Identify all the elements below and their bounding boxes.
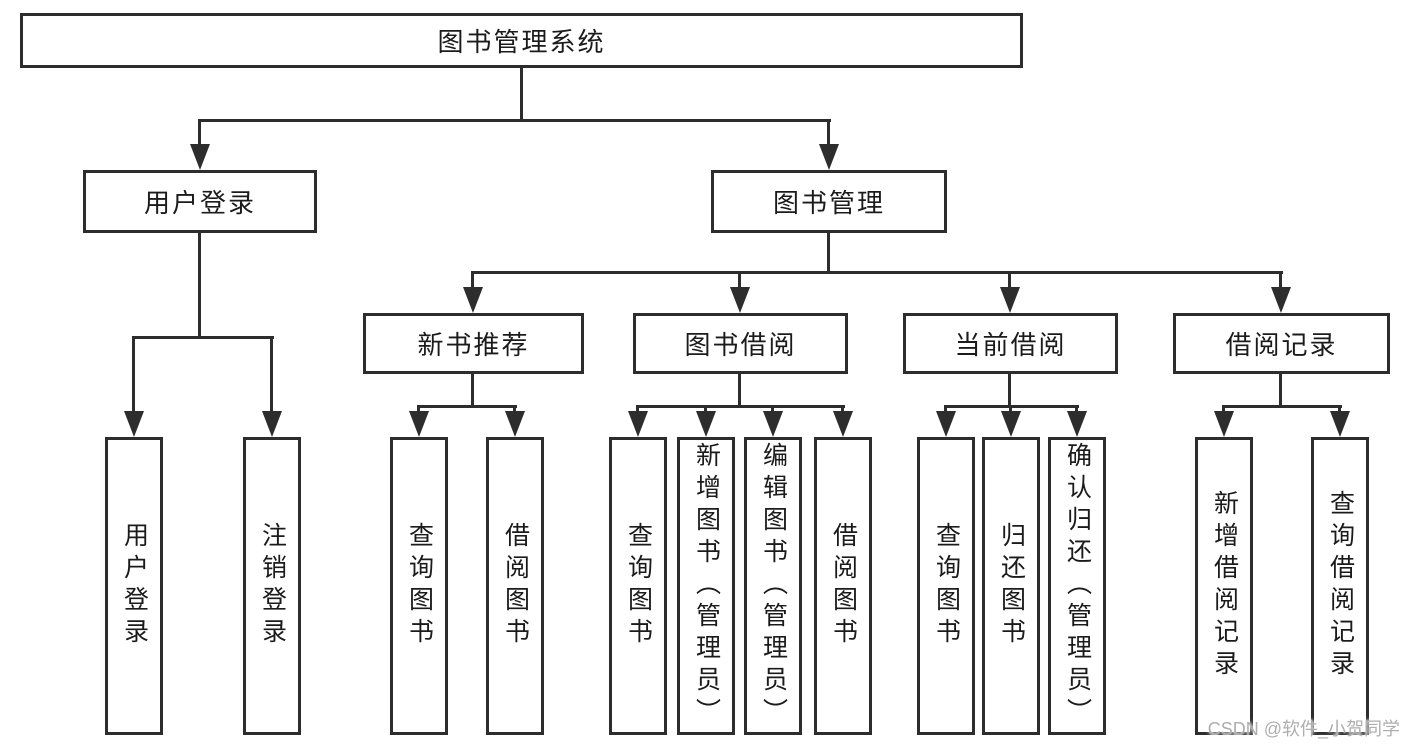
node-borrow-records-label: 借阅记录 bbox=[1225, 330, 1338, 360]
arrowhead-down-icon bbox=[505, 411, 525, 437]
connector-current-borrow-stem bbox=[1008, 374, 1011, 405]
leaf-node-query-books-1: 查询图书 bbox=[390, 437, 448, 735]
connector-drop-user-login bbox=[198, 119, 201, 144]
leaf-node-add-borrow-record: 新增借阅记录 bbox=[1195, 437, 1253, 735]
connector-drop-level3 bbox=[1279, 271, 1282, 287]
arrowhead-down-icon bbox=[819, 144, 839, 170]
connector-drop-leaf bbox=[1222, 405, 1225, 413]
connector-root-rail bbox=[198, 119, 831, 122]
connector-user-login-rail bbox=[132, 336, 274, 339]
node-current-borrow: 当前借阅 bbox=[903, 313, 1118, 374]
node-current-borrow-label: 当前借阅 bbox=[954, 330, 1067, 360]
connector-new-book-rail bbox=[417, 405, 517, 408]
connector-drop-leaf bbox=[704, 405, 707, 413]
leaf-node-return-books: 归还图书 bbox=[982, 437, 1040, 735]
leaf-node-add-books-admin: 新增图书（管理员） bbox=[677, 437, 735, 735]
leaf-node-query-books-3: 查询图书 bbox=[917, 437, 975, 735]
leaf-node-query-borrow-record: 查询借阅记录 bbox=[1311, 437, 1369, 735]
arrowhead-down-icon bbox=[833, 411, 853, 437]
connector-new-book-stem bbox=[471, 374, 474, 405]
node-borrow-records: 借阅记录 bbox=[1173, 313, 1390, 374]
arrowhead-down-icon bbox=[1000, 287, 1020, 313]
connector-drop-leaf bbox=[1009, 405, 1012, 413]
connector-drop-leaf bbox=[417, 405, 420, 413]
connector-book-management-stem bbox=[827, 233, 830, 271]
arrowhead-down-icon bbox=[1001, 411, 1021, 437]
leaf-node-user-login: 用户登录 bbox=[105, 437, 163, 735]
node-user-login: 用户登录 bbox=[83, 170, 317, 233]
connector-drop-leaf bbox=[841, 405, 844, 413]
connector-drop-level3 bbox=[1008, 271, 1011, 287]
arrowhead-down-icon bbox=[124, 411, 144, 437]
node-book-management: 图书管理 bbox=[711, 170, 947, 233]
node-book-borrow: 图书借阅 bbox=[633, 313, 848, 374]
connector-book-management-rail bbox=[471, 271, 1283, 274]
arrowhead-down-icon bbox=[696, 411, 716, 437]
leaf-node-confirm-return-admin: 确认归还（管理员） bbox=[1048, 437, 1106, 735]
connector-drop-leaf bbox=[270, 336, 273, 411]
connector-drop-leaf bbox=[1338, 405, 1341, 413]
connector-borrow-records-stem bbox=[1279, 374, 1282, 405]
arrowhead-down-icon bbox=[1067, 411, 1087, 437]
connector-drop-leaf bbox=[132, 336, 135, 411]
arrowhead-down-icon bbox=[409, 411, 429, 437]
arrowhead-down-icon bbox=[730, 287, 750, 313]
connector-root-stem bbox=[520, 68, 523, 119]
connector-borrow-records-rail bbox=[1222, 405, 1342, 408]
arrowhead-down-icon bbox=[1214, 411, 1234, 437]
connector-book-borrow-rail bbox=[636, 405, 845, 408]
leaf-node-logout: 注销登录 bbox=[243, 437, 301, 735]
leaf-node-borrow-books-1: 借阅图书 bbox=[486, 437, 544, 735]
leaf-node-query-books-2: 查询图书 bbox=[609, 437, 667, 735]
connector-user-login-stem bbox=[198, 233, 201, 336]
node-new-book-recommend-label: 新书推荐 bbox=[417, 330, 530, 360]
node-root: 图书管理系统 bbox=[20, 13, 1023, 68]
connector-drop-leaf bbox=[944, 405, 947, 413]
connector-drop-level3 bbox=[738, 271, 741, 287]
connector-drop-leaf bbox=[513, 405, 516, 413]
connector-drop-book-management bbox=[827, 119, 830, 144]
connector-book-borrow-stem bbox=[738, 374, 741, 405]
connector-drop-leaf bbox=[636, 405, 639, 413]
arrowhead-down-icon bbox=[1271, 287, 1291, 313]
arrowhead-down-icon bbox=[763, 411, 783, 437]
node-new-book-recommend: 新书推荐 bbox=[363, 313, 584, 374]
connector-drop-leaf bbox=[1075, 405, 1078, 413]
node-book-borrow-label: 图书借阅 bbox=[684, 330, 797, 360]
arrowhead-down-icon bbox=[936, 411, 956, 437]
arrowhead-down-icon bbox=[262, 411, 282, 437]
connector-drop-leaf bbox=[771, 405, 774, 413]
arrowhead-down-icon bbox=[1330, 411, 1350, 437]
node-user-login-label: 用户登录 bbox=[143, 188, 256, 218]
node-book-management-label: 图书管理 bbox=[772, 188, 885, 218]
arrowhead-down-icon bbox=[463, 287, 483, 313]
leaf-node-borrow-books-2: 借阅图书 bbox=[814, 437, 872, 735]
arrowhead-down-icon bbox=[628, 411, 648, 437]
connector-drop-level3 bbox=[471, 271, 474, 287]
leaf-node-edit-books-admin: 编辑图书（管理员） bbox=[744, 437, 802, 735]
node-root-label: 图书管理系统 bbox=[437, 27, 606, 57]
arrowhead-down-icon bbox=[190, 144, 210, 170]
csdn-watermark: CSDN @软件_小贺同学 bbox=[1207, 719, 1400, 739]
